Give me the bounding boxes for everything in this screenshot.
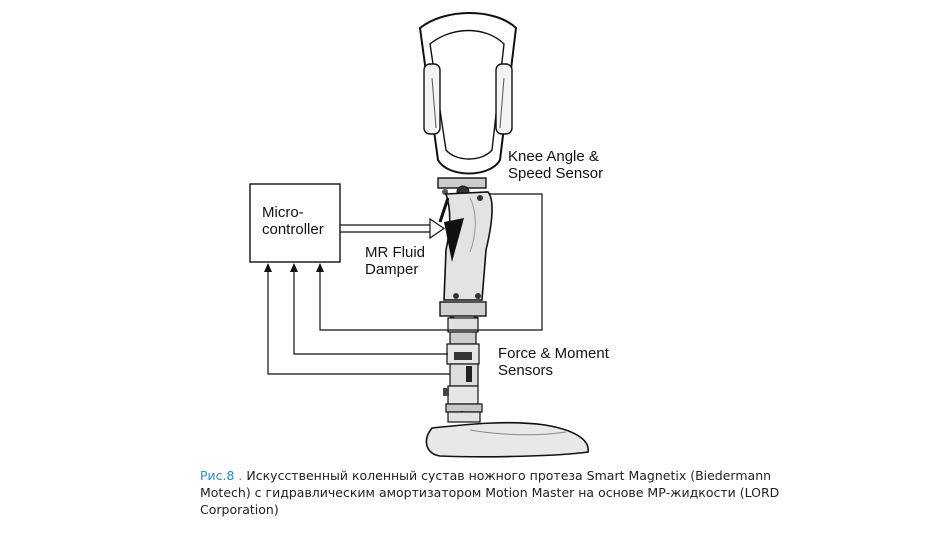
force-sensor-label-line1: Force & Moment [498,345,609,362]
damper-label-line2: Damper [365,261,419,278]
control-signal-arrow [340,217,446,240]
knee-sensor-label-line2: Speed Sensor [508,165,604,182]
prosthesis-diagram [249,12,589,458]
microcontroller-box [249,183,341,263]
prosthetic-socket [418,12,518,175]
force-sensor-signal-line [290,263,448,355]
knee-sensor-signal-line [316,193,543,331]
microcontroller-label-line1: Micro- [262,204,304,221]
caption-line1: Рис.8 . Искусственный коленный сустав но… [200,467,840,484]
microcontroller-label-line2: controller [262,221,324,238]
knee-sensor-label-line1: Knee Angle & [508,148,599,165]
caption-line1-text: Искусственный коленный сустав ножного пр… [242,468,772,483]
mr-fluid-damper [438,197,464,262]
figure-caption: Рис.8 . Искусственный коленный сустав но… [200,467,840,518]
caption-line3: Corporation) [200,502,279,517]
moment-sensor-signal-line [264,263,450,375]
damper-label-line1: MR Fluid [365,244,426,261]
caption-line2: Motech) с гидравлическим амортизатором M… [200,485,780,500]
force-sensor-label-line2: Sensors [498,362,554,379]
caption-figure-ref: Рис.8 . [200,468,243,483]
knee-joint-body [443,191,493,301]
prosthetic-foot [425,421,589,458]
pylon-assembly [439,301,487,423]
